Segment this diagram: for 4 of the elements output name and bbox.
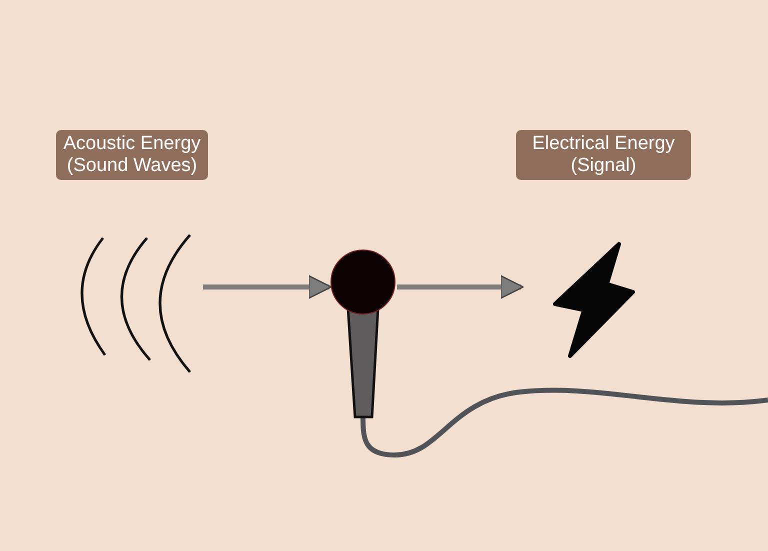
arrow (397, 275, 524, 299)
energy-label: Acoustic Energy (Sound Waves) (56, 130, 208, 180)
energy-label: Electrical Energy (Signal) (516, 130, 691, 180)
arrow (203, 275, 332, 299)
